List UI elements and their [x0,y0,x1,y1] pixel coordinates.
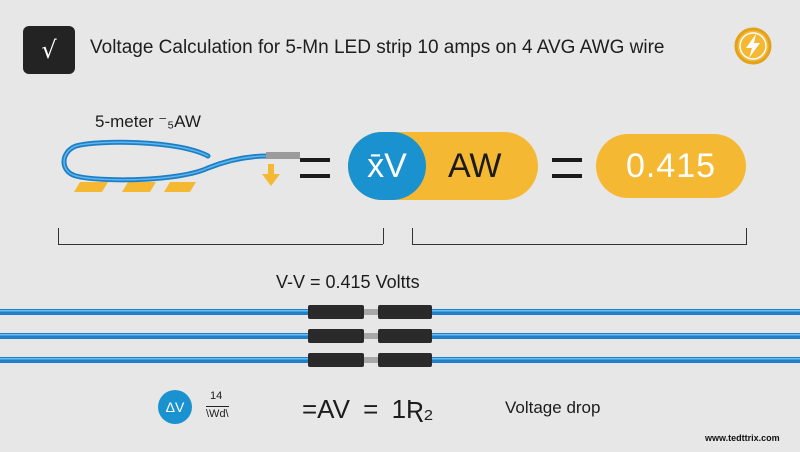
dimension-line-left [58,244,383,245]
voltage-drop-readout: V-V = 0.415 Voltts [276,272,420,292]
logo-glyph: √ [41,36,57,64]
result-value: 0.415 [625,146,717,185]
equals-sign [300,158,330,178]
page-title: Voltage Calculation for 5-Mn LED strip 1… [90,37,665,58]
wire-loop-illustration [61,139,300,192]
parallel-wires-illustration [0,305,800,367]
watermark: www.tedttrix.com [705,433,780,443]
gauge-unit: \Wd\ [206,406,229,420]
logo-badge: √ [23,26,75,74]
bottom-formula: =AV = 1Ʀ₂ [302,394,434,424]
wire-length-label: 5-meter ⁻₅AW [95,112,201,131]
equals-sign-2 [552,158,582,178]
gauge-number: 14 [210,390,223,402]
pill-symbol: x̄V [367,146,407,185]
delta-v-badge: ΔV [158,390,192,424]
dimension-tick [746,228,747,244]
dimension-tick [383,228,384,244]
pill-symbol-circle: x̄V [348,132,426,200]
delta-v-text: ΔV [165,399,185,415]
pill-text: AW [448,147,502,185]
result-pill: 0.415 [596,134,746,198]
formula-pill: x̄V AW [348,132,538,200]
dimension-tick [412,228,413,244]
dimension-line-right [412,244,747,245]
lightning-bolt-icon [734,27,772,65]
dimension-tick [58,228,59,244]
voltage-drop-label: Voltage drop [505,398,601,417]
